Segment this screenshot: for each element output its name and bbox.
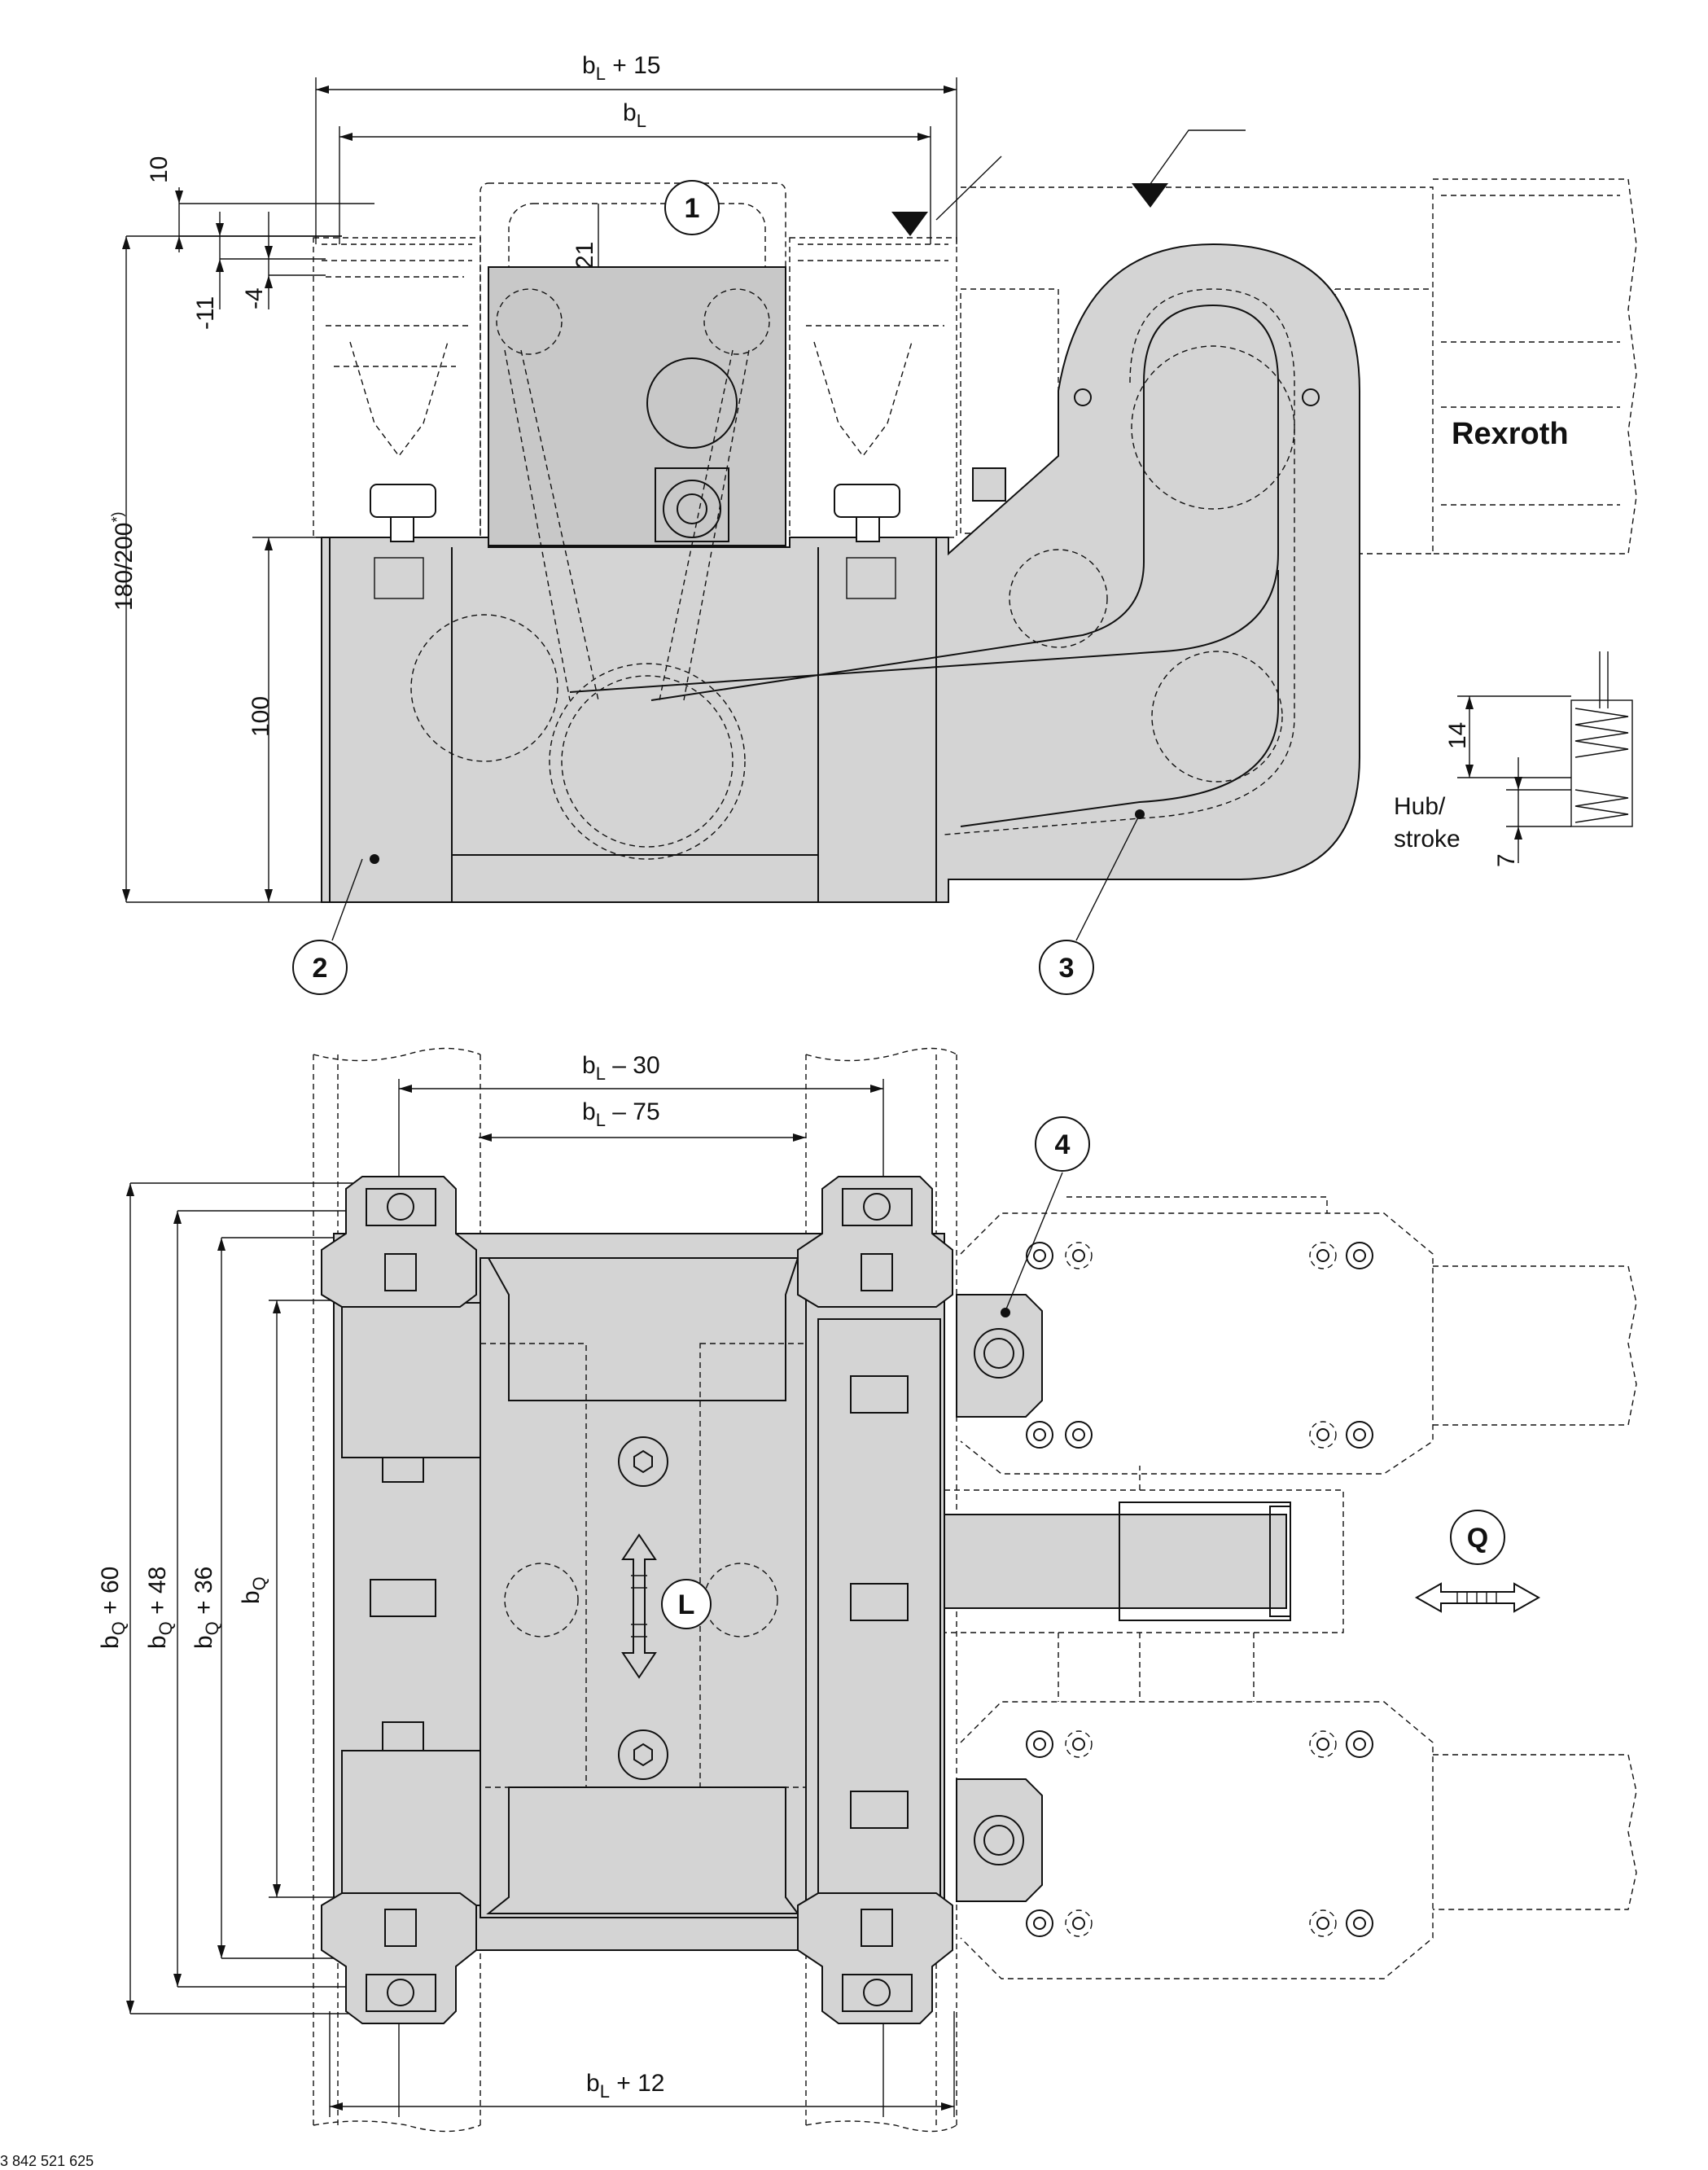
dim-7: 7 bbox=[1493, 853, 1520, 867]
dim-180-200: 180/200*) bbox=[109, 512, 138, 611]
dim-bl-minus-75: bL – 75 bbox=[582, 1098, 660, 1130]
clamp-bottom-left bbox=[321, 1892, 477, 2024]
dim-14: 14 bbox=[1444, 722, 1471, 749]
dim-bq-plus-36: bQ + 36 bbox=[191, 1567, 222, 1649]
callout-q: Q bbox=[1450, 1510, 1505, 1565]
dim-10: 10 bbox=[146, 156, 173, 183]
linkage-screws bbox=[1026, 1242, 1373, 1937]
rexroth-logo: Rexroth bbox=[1452, 417, 1569, 451]
dim-100: 100 bbox=[247, 696, 274, 737]
dim-bl-plus-15: bL + 15 bbox=[582, 52, 661, 84]
dim-21: 21 bbox=[572, 242, 598, 269]
mount-plate-bottom bbox=[956, 1778, 1043, 1902]
callout-2: 2 bbox=[292, 940, 348, 995]
callout-l: L bbox=[661, 1579, 712, 1629]
dim-bl: bL bbox=[623, 99, 646, 131]
svg-text:Q: Q bbox=[1467, 1523, 1488, 1554]
connector-arm bbox=[944, 1514, 1287, 1609]
top-view: bL + 15 bL 10 -11 -4 180/200*) bbox=[109, 52, 1637, 995]
dim-bl-plus-12: bL + 12 bbox=[586, 2070, 665, 2102]
clamp-top-right bbox=[797, 1176, 953, 1308]
q-direction-arrow bbox=[1414, 1582, 1541, 1613]
hex-bolt-bottom bbox=[618, 1729, 668, 1780]
stroke-label-1: Hub/ bbox=[1394, 793, 1446, 820]
motor-block bbox=[488, 266, 786, 546]
carriage-body bbox=[333, 1233, 945, 1951]
svg-text:4: 4 bbox=[1055, 1129, 1071, 1160]
dim-bq-plus-48: bQ + 48 bbox=[144, 1567, 176, 1649]
callout-1: 1 bbox=[664, 180, 720, 235]
dim-minus-4: -4 bbox=[241, 287, 268, 309]
callout-3: 3 bbox=[1039, 940, 1094, 995]
svg-text:L: L bbox=[678, 1589, 695, 1620]
dim-minus-11: -11 bbox=[192, 296, 219, 330]
figure-id: 3 842 521 625 bbox=[0, 2153, 94, 2169]
hex-bolt-top bbox=[618, 1436, 668, 1487]
dim-bl-minus-30: bL – 30 bbox=[582, 1052, 660, 1084]
dim-bq: bQ bbox=[238, 1576, 269, 1604]
svg-text:3: 3 bbox=[1059, 953, 1075, 984]
svg-text:1: 1 bbox=[685, 193, 700, 224]
callout-4: 4 bbox=[1035, 1116, 1090, 1172]
bottom-view: bL – 30 bL – 75 bL + 12 bQ + 60 bQ + 48 … bbox=[97, 1047, 1637, 2133]
stroke-label-2: stroke bbox=[1394, 826, 1461, 853]
dim-bq-plus-60: bQ + 60 bbox=[97, 1567, 129, 1649]
clamp-top-left bbox=[321, 1176, 477, 1308]
mount-plate-top bbox=[956, 1294, 1043, 1418]
clamp-bottom-right bbox=[797, 1892, 953, 2024]
drive-housing bbox=[321, 243, 1360, 903]
svg-text:2: 2 bbox=[313, 953, 328, 984]
